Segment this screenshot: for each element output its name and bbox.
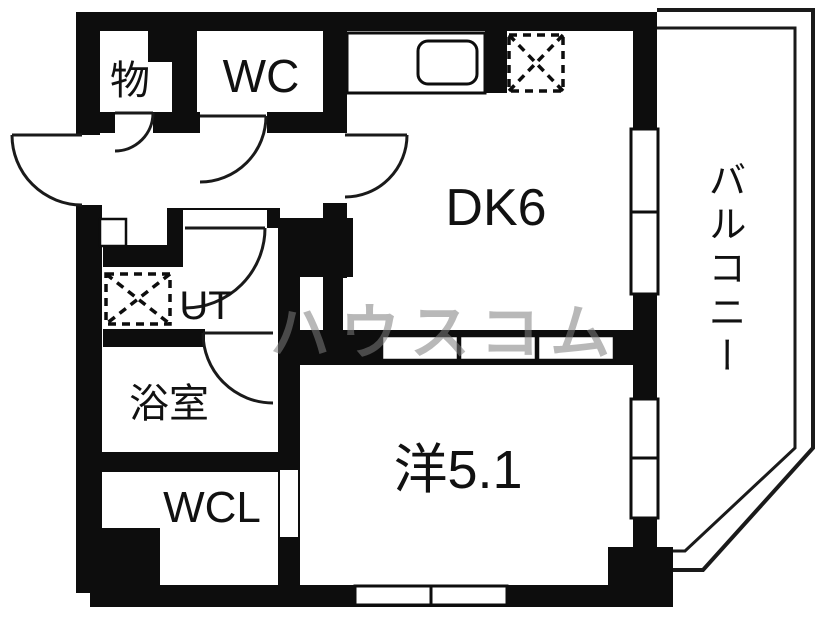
wc-door <box>199 114 268 184</box>
sliding-panel-2 <box>458 334 538 362</box>
window-bottom <box>353 584 509 607</box>
ut-door <box>184 226 267 310</box>
wall-left-upper <box>76 12 100 135</box>
wall-hall-dk-upper <box>323 31 347 133</box>
opening-wcl <box>280 470 298 537</box>
door-swings <box>10 111 409 405</box>
wall-ut-left-band <box>103 245 167 267</box>
wall-ut-side <box>167 228 183 267</box>
balcony-inner-rail <box>657 26 797 553</box>
storage-door <box>114 111 155 153</box>
wall-kitchen-stub <box>485 31 507 93</box>
balcony-outer-rail <box>657 8 815 572</box>
dk-door <box>344 133 409 199</box>
opening-ut <box>183 210 267 228</box>
wall-top <box>76 12 657 31</box>
label-storage: 物 <box>110 59 150 103</box>
label-closet: WCL <box>163 483 261 532</box>
wall-dk-left-lower <box>323 277 343 332</box>
label-western-room: 洋5.1 <box>393 440 523 500</box>
bathroom-door <box>201 331 274 405</box>
kitchen-sink <box>416 39 479 86</box>
washer-space-icon <box>104 272 172 326</box>
wall-bottom <box>90 585 608 607</box>
window-dk-balcony <box>629 127 660 296</box>
refrigerator-space-icon <box>507 33 565 93</box>
label-dining-kitchen: DK6 <box>445 179 547 237</box>
fixtures <box>98 31 565 326</box>
wall-bath-top <box>103 329 205 347</box>
label-balcony: バルコニー <box>702 160 744 380</box>
windows <box>353 127 660 607</box>
label-bathroom: 浴室 <box>129 382 209 426</box>
wall-storage-wc-divider <box>172 31 197 112</box>
label-utility: UT <box>179 284 233 328</box>
wall-storage-notch <box>148 31 172 62</box>
wall-bath-wcl-divider <box>82 452 298 472</box>
entrance-step <box>98 217 128 248</box>
window-western-balcony <box>629 397 660 520</box>
sliding-panel-1 <box>380 334 460 362</box>
opening-storage <box>115 112 153 133</box>
wall-wcl-block <box>90 528 160 593</box>
wall-center-block <box>300 218 353 277</box>
sliding-panel-3 <box>536 334 616 362</box>
label-toilet: WC <box>222 50 300 102</box>
entrance-door <box>10 133 83 207</box>
sliding-door-dk-western <box>380 334 616 362</box>
